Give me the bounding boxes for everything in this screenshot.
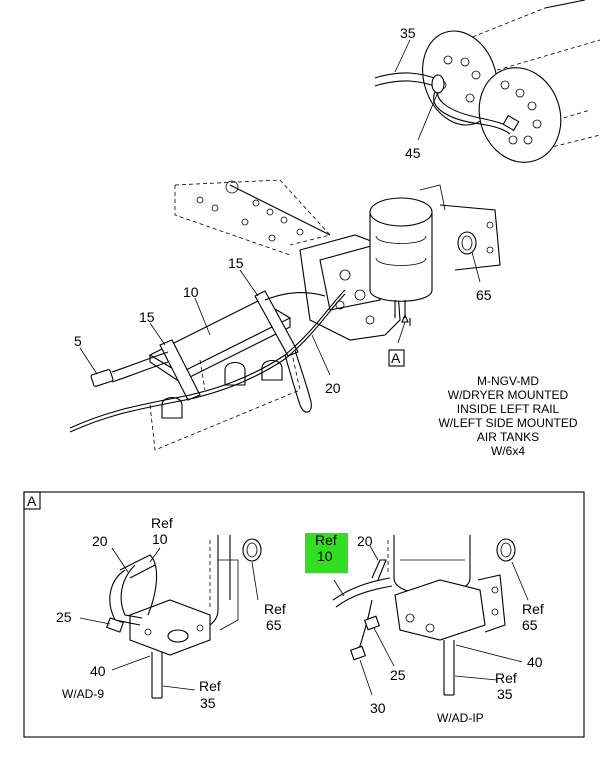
detail-left-variant: W/AD-9 <box>62 687 104 701</box>
callout-35-top: 35 <box>400 25 416 41</box>
detail-right-callout-30: 30 <box>370 700 386 716</box>
lower-bracket <box>149 344 301 451</box>
note-line-3: INSIDE LEFT RAIL <box>457 402 560 416</box>
straps-15 <box>159 290 299 401</box>
hose-clamp-65 <box>457 231 481 283</box>
detail-left-ref35-num: 35 <box>200 695 216 711</box>
detail-left-ref65-num: 65 <box>266 617 282 633</box>
detail-right-ref65-ref: Ref <box>522 601 544 617</box>
detail-left-leaders <box>79 547 259 691</box>
detail-right-ref10-ref: Ref <box>315 532 337 548</box>
detail-left-dryer <box>129 535 262 656</box>
note-line-6: W/6x4 <box>491 444 525 458</box>
detail-right-ref35-ref: Ref <box>495 670 517 686</box>
applicability-note: M-NGV-MD W/DRYER MOUNTED INSIDE LEFT RAI… <box>438 374 577 458</box>
view-a-marker: A <box>388 313 409 367</box>
detail-a-tag <box>23 491 41 510</box>
note-line-2: W/DRYER MOUNTED <box>448 388 569 402</box>
detail-a-label: A <box>27 493 37 509</box>
air-line-20 <box>69 289 346 433</box>
callout-10: 10 <box>183 284 199 300</box>
note-line-4: W/LEFT SIDE MOUNTED <box>438 416 577 430</box>
detail-right-ref65-num: 65 <box>522 617 538 633</box>
detail-left-hoses <box>106 554 163 699</box>
detail-right-callout-20: 20 <box>357 533 373 549</box>
callout-15-lower: 15 <box>139 309 155 325</box>
clips <box>161 359 283 419</box>
detail-left-ref35-ref: Ref <box>199 678 221 694</box>
detail-right-callout-40: 40 <box>527 654 543 670</box>
callout-45: 45 <box>405 145 421 161</box>
callout-5: 5 <box>74 333 82 349</box>
note-line-1: M-NGV-MD <box>477 374 539 388</box>
detail-right-variant: W/AD-IP <box>437 711 484 725</box>
detail-right-dryer <box>387 535 516 641</box>
callout-65: 65 <box>476 287 492 303</box>
detail-right-hoses <box>332 559 455 696</box>
detail-left-callout-40: 40 <box>90 663 106 679</box>
callout-15-upper: 15 <box>228 255 244 271</box>
callout-20: 20 <box>325 380 341 396</box>
hose-5 <box>79 347 169 387</box>
detail-left-callout-10: 10 <box>152 531 168 547</box>
detail-left-ref: Ref <box>151 515 173 531</box>
air-dryer <box>369 184 446 326</box>
detail-left-ref65-ref: Ref <box>264 601 286 617</box>
detail-a-frame <box>23 491 585 738</box>
detail-right-ref10-num: 10 <box>317 548 333 564</box>
air-tank-assembly <box>374 0 601 163</box>
note-line-5: AIR TANKS <box>477 430 539 444</box>
detail-right-leaders <box>333 545 529 696</box>
highlight-ref10-box[interactable] <box>305 533 348 573</box>
detail-left-callout-20: 20 <box>92 533 108 549</box>
leader-lines-top <box>394 39 439 141</box>
view-a-marker-label: A <box>391 350 401 366</box>
detail-right-ref35-num: 35 <box>497 686 513 702</box>
detail-right-callout-25: 25 <box>390 667 406 683</box>
detail-left-callout-25: 25 <box>56 609 72 625</box>
leader-lines-main <box>149 269 331 376</box>
frame-rail <box>174 179 331 256</box>
